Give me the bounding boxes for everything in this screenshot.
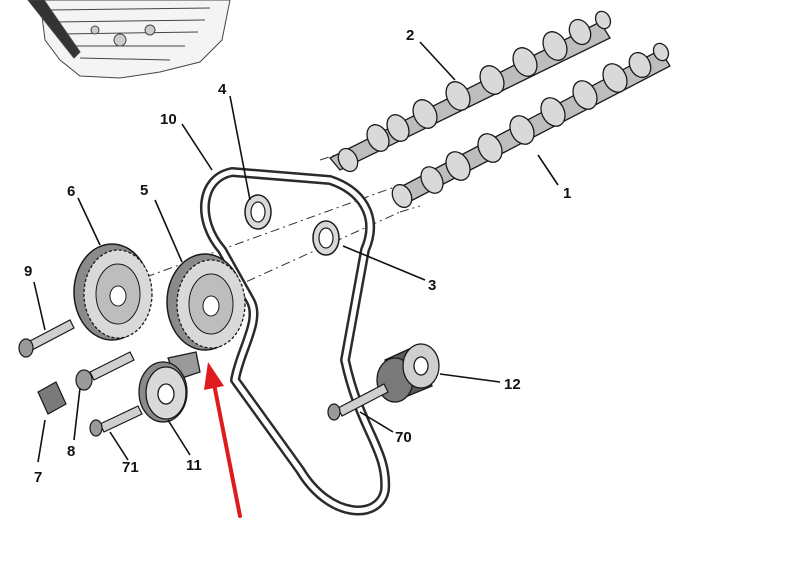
callout-5: 5	[140, 182, 148, 199]
callout-2: 2	[406, 27, 414, 44]
callout-70: 70	[395, 429, 412, 446]
callout-7: 7	[34, 469, 42, 486]
tensioner-bolt-71	[89, 405, 143, 437]
callout-9: 9	[24, 263, 32, 280]
red-pointer-arrow	[204, 362, 242, 518]
camshaft-upper	[328, 10, 612, 173]
camshaft-lower	[391, 42, 671, 209]
callout-10: 10	[160, 111, 177, 128]
camshaft-seal-3	[312, 220, 340, 256]
callout-labels: 1 2 3 4 5 6 7 8 9 10 11 12 70 71	[24, 27, 571, 486]
pulley-bolt-8	[75, 351, 135, 391]
callout-1: 1	[563, 185, 571, 202]
callout-4: 4	[218, 81, 227, 98]
callout-8: 8	[67, 443, 75, 460]
engine-block-sketch	[27, 0, 231, 79]
callout-12: 12	[504, 376, 521, 393]
cover-plug-7	[37, 381, 67, 415]
callout-6: 6	[67, 183, 75, 200]
camshaft-pulley-5	[166, 253, 246, 351]
callout-71: 71	[122, 459, 139, 476]
callout-11: 11	[186, 457, 202, 474]
belt-tensioner-11	[138, 351, 201, 423]
roller-bolt-70	[327, 383, 389, 421]
timing-belt	[199, 167, 391, 516]
callout-3: 3	[428, 277, 436, 294]
leader-lines	[33, 41, 559, 463]
camshaft-pulley-6	[73, 243, 153, 341]
camshaft-seal-4	[244, 194, 272, 230]
pulley-bolt-9	[18, 319, 75, 358]
